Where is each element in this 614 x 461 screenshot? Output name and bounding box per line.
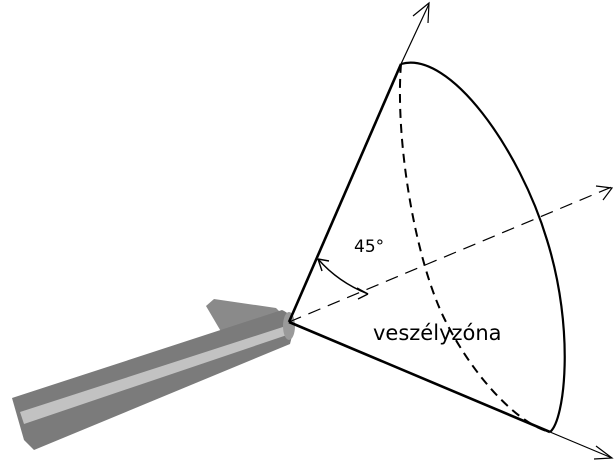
- barrel-end-face: [283, 312, 295, 340]
- arrowhead-icon: [356, 287, 369, 300]
- arrowhead-icon: [595, 185, 614, 201]
- cone-base-rim: [400, 61, 566, 433]
- cone-axis: [288, 185, 614, 323]
- zone-label: veszélyzóna: [373, 321, 502, 345]
- cone-edge-upper: [287, 63, 403, 323]
- cone: [287, 61, 566, 434]
- angle-label: 45°: [354, 237, 384, 257]
- arrowhead-icon: [593, 445, 614, 460]
- upper-direction-line: [400, 3, 430, 65]
- barrel-highlight: [20, 326, 290, 424]
- lower-direction-line: [549, 431, 613, 459]
- cone-edge-lower: [288, 320, 551, 434]
- arrowhead-icon: [317, 258, 330, 272]
- arrowhead-icon: [412, 1, 430, 24]
- angle-marker: [317, 258, 369, 300]
- nozzle-barrel-icon: [12, 299, 295, 450]
- angle-arc: [317, 258, 369, 295]
- cone-base-hidden-rim: [398, 63, 551, 433]
